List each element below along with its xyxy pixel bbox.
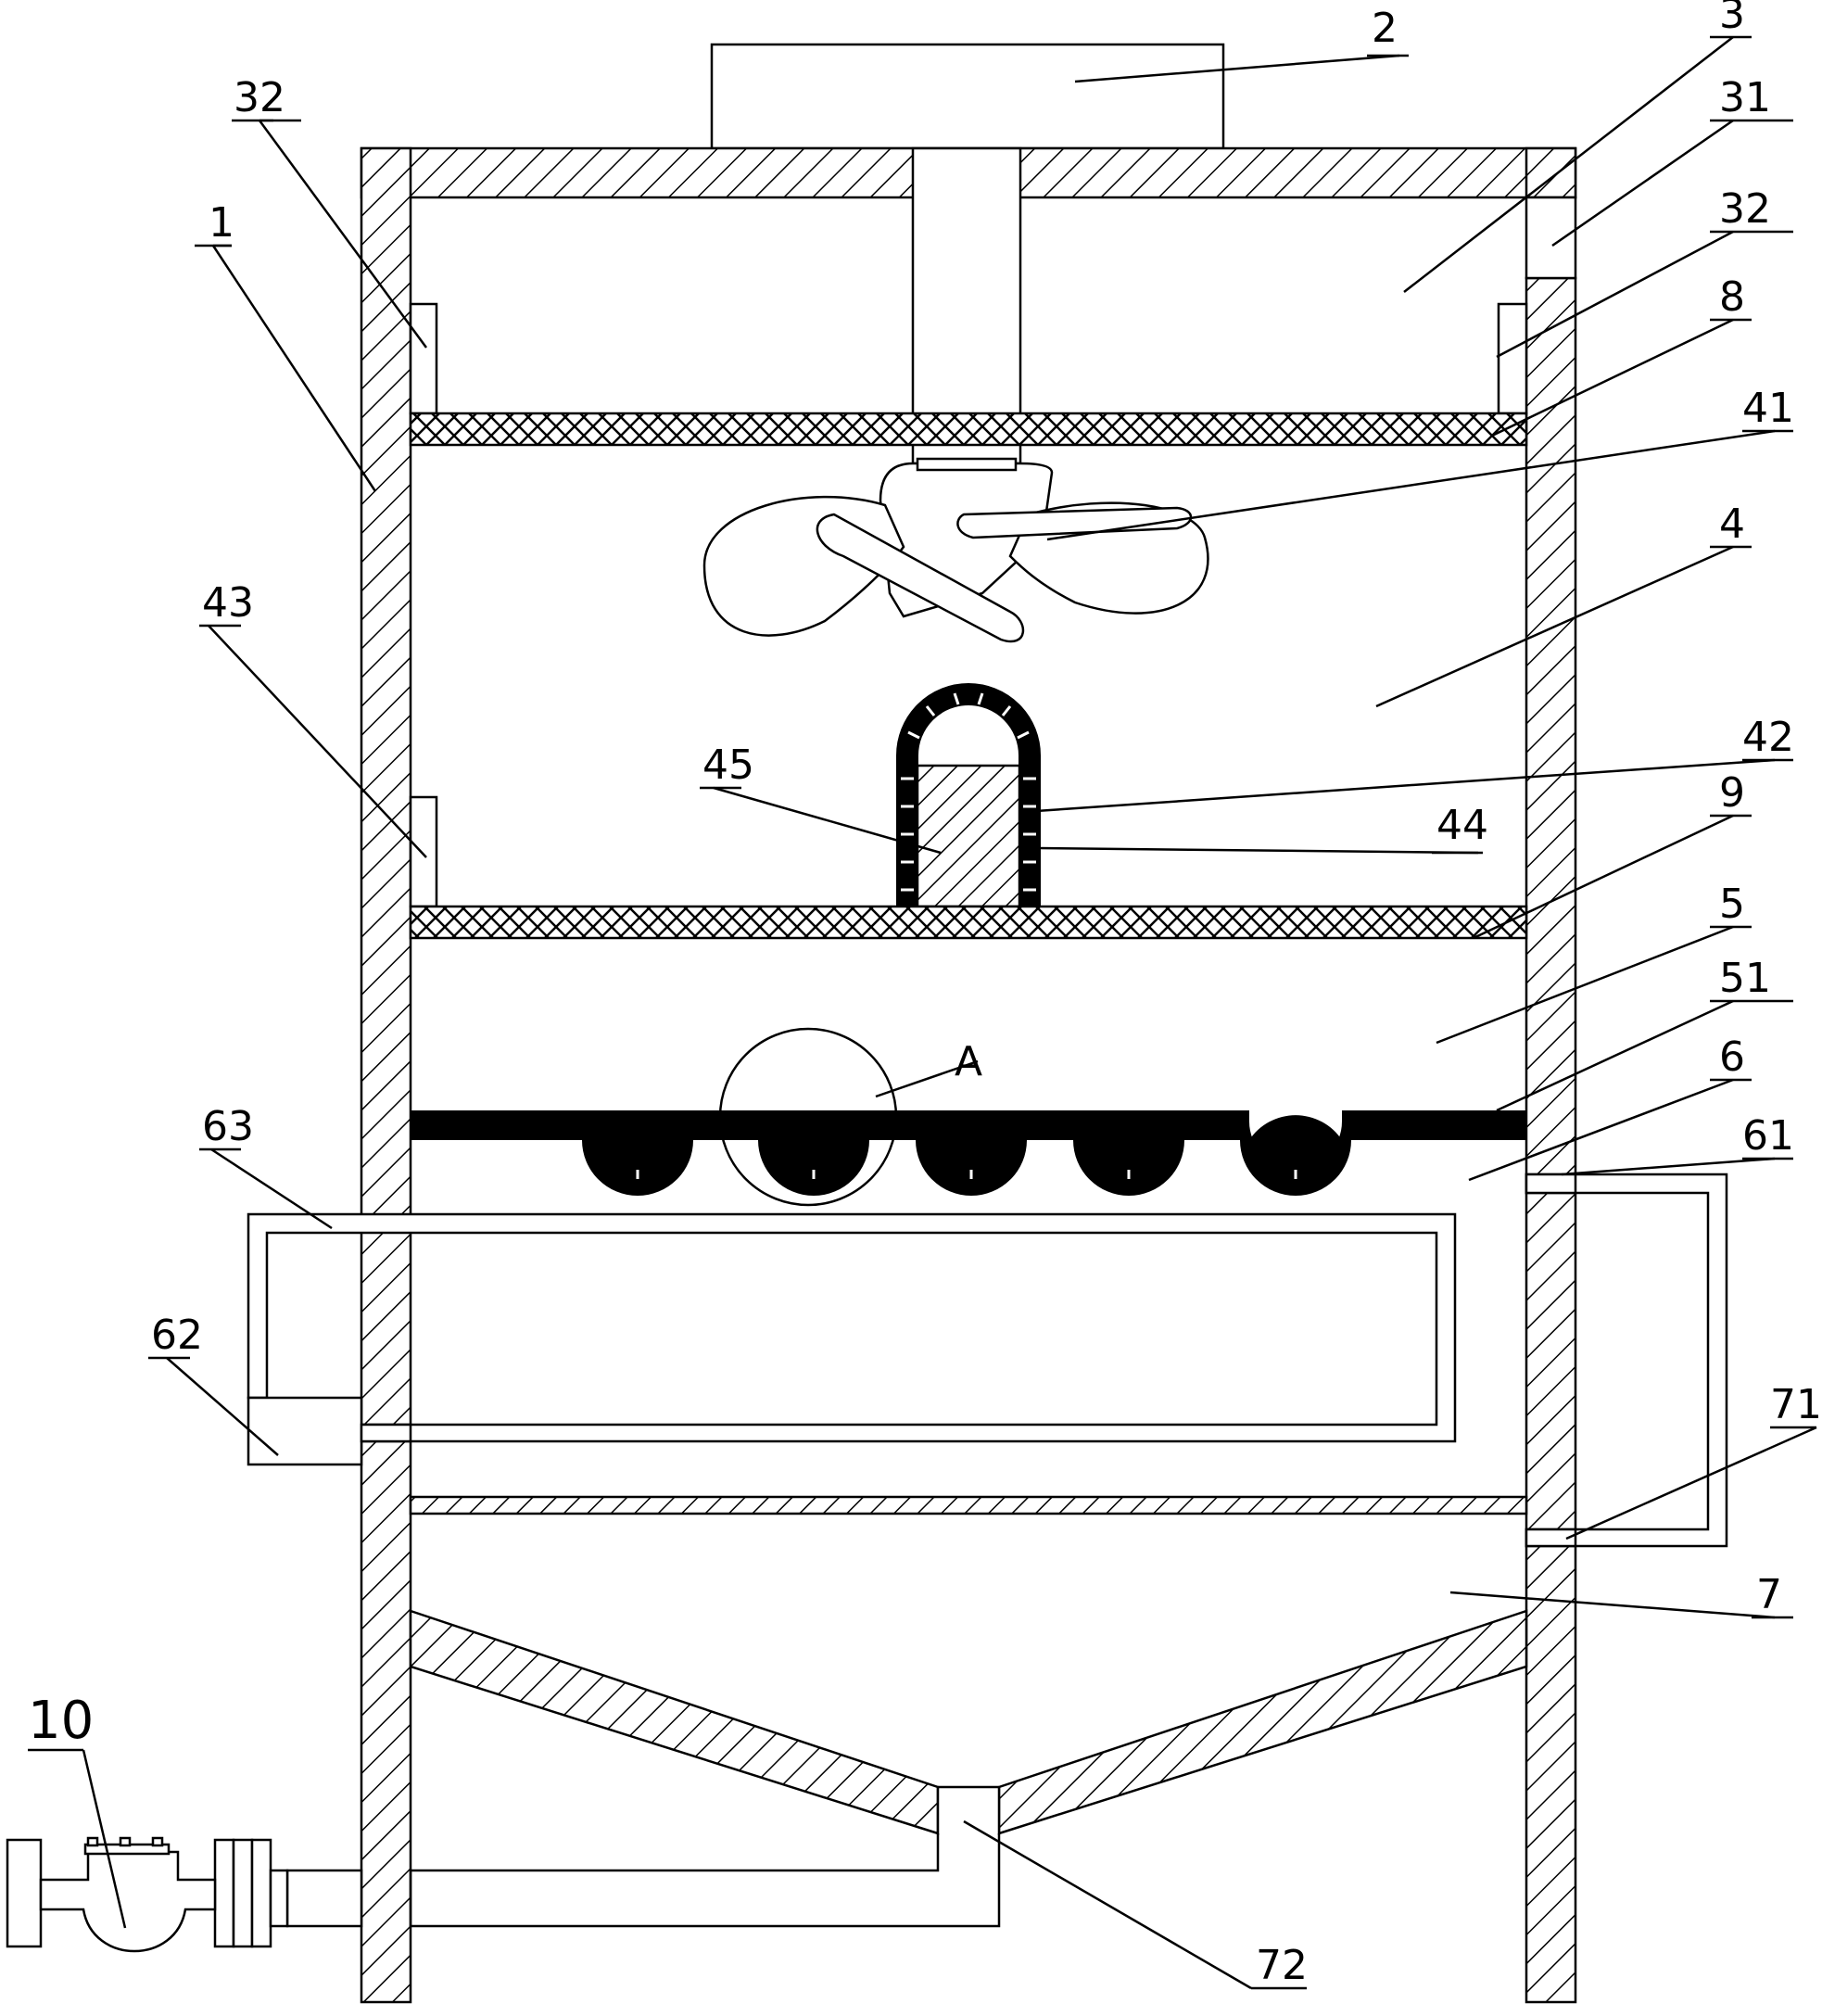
label-43: 43 <box>202 579 254 627</box>
filter-plate-bottom <box>409 1495 1528 1515</box>
label-61: 61 <box>1742 1112 1794 1160</box>
label-8: 8 <box>1719 273 1745 321</box>
drive-shaft <box>911 146 1022 465</box>
pipe-loop-63 <box>247 1212 1457 1466</box>
label-A: A <box>955 1038 982 1085</box>
hopper <box>409 1609 1528 1835</box>
label-71: 71 <box>1770 1381 1822 1428</box>
label-underlines <box>28 35 1816 1990</box>
leader-lines <box>82 36 1817 1990</box>
valve <box>6 1836 289 1953</box>
motor-box <box>710 43 1225 150</box>
label-1: 1 <box>209 199 234 247</box>
label-2: 2 <box>1372 5 1398 52</box>
arch-heater <box>896 683 1041 908</box>
bracket-right <box>1497 302 1528 415</box>
label-51: 51 <box>1719 955 1771 1002</box>
label-63: 63 <box>202 1103 254 1150</box>
pipe-loop-61 <box>1525 1173 1728 1548</box>
impeller <box>702 457 1209 643</box>
label-10: 10 <box>28 1691 94 1751</box>
label-6: 6 <box>1719 1033 1745 1081</box>
cup-plate <box>411 1110 1526 1196</box>
filter-screen-lower <box>409 905 1528 940</box>
label-5: 5 <box>1719 881 1745 928</box>
part-labels: 2 3 31 32 8 41 4 42 44 9 5 51 6 61 71 7 … <box>28 0 1822 1989</box>
housing-shell <box>360 146 1577 2004</box>
label-7: 7 <box>1756 1571 1782 1618</box>
label-62: 62 <box>151 1312 203 1359</box>
bracket-43 <box>409 795 438 908</box>
bracket-left <box>409 302 438 415</box>
drain-pipe <box>285 1787 1001 1928</box>
label-41: 41 <box>1742 385 1794 432</box>
label-44: 44 <box>1436 802 1488 849</box>
label-3: 3 <box>1719 0 1745 38</box>
label-4: 4 <box>1719 501 1745 548</box>
label-31: 31 <box>1719 74 1771 121</box>
detail-circle-a <box>718 1027 898 1207</box>
label-42: 42 <box>1742 714 1794 761</box>
label-72: 72 <box>1256 1942 1308 1989</box>
filter-screen-upper <box>409 412 1528 447</box>
label-9: 9 <box>1719 769 1745 817</box>
label-32-left: 32 <box>234 74 285 121</box>
label-45: 45 <box>702 742 754 789</box>
label-32-right: 32 <box>1719 185 1771 233</box>
